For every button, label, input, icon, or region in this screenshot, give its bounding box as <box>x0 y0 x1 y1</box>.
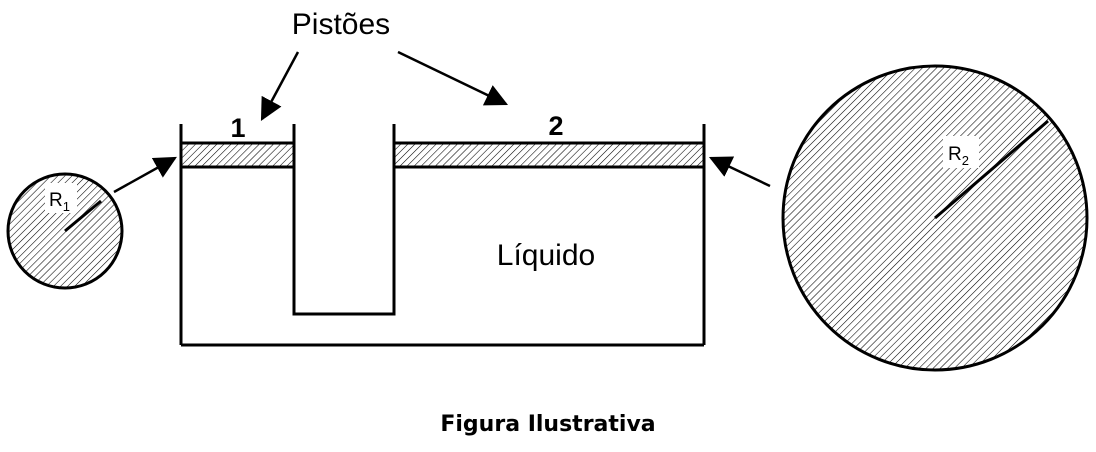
piston-1 <box>181 141 294 169</box>
liquid-label: Líquido <box>497 239 595 272</box>
arrow-circle-1-to-piston-1 <box>113 156 177 194</box>
radius-1-label: R1 <box>49 190 70 214</box>
pistons-title: Pistões <box>292 8 390 41</box>
piston-2-label: 2 <box>548 111 563 141</box>
circle-piston-2: R2 <box>781 64 1089 372</box>
arrow-circle-2-to-piston-2 <box>708 156 771 188</box>
arrows <box>113 50 771 194</box>
radius-line-2 <box>934 119 1049 220</box>
piston-2 <box>394 141 704 169</box>
figure-caption: Figura Ilustrativa <box>440 412 656 437</box>
arrow-title-to-piston-1 <box>260 51 300 121</box>
arrow-title-to-piston-2 <box>397 50 509 106</box>
divider-wall <box>292 124 396 316</box>
radius-line-1 <box>64 199 102 233</box>
circle-piston-1: R1 <box>6 172 124 290</box>
piston-1-label: 1 <box>230 113 245 143</box>
radius-2-label: R2 <box>948 144 969 168</box>
